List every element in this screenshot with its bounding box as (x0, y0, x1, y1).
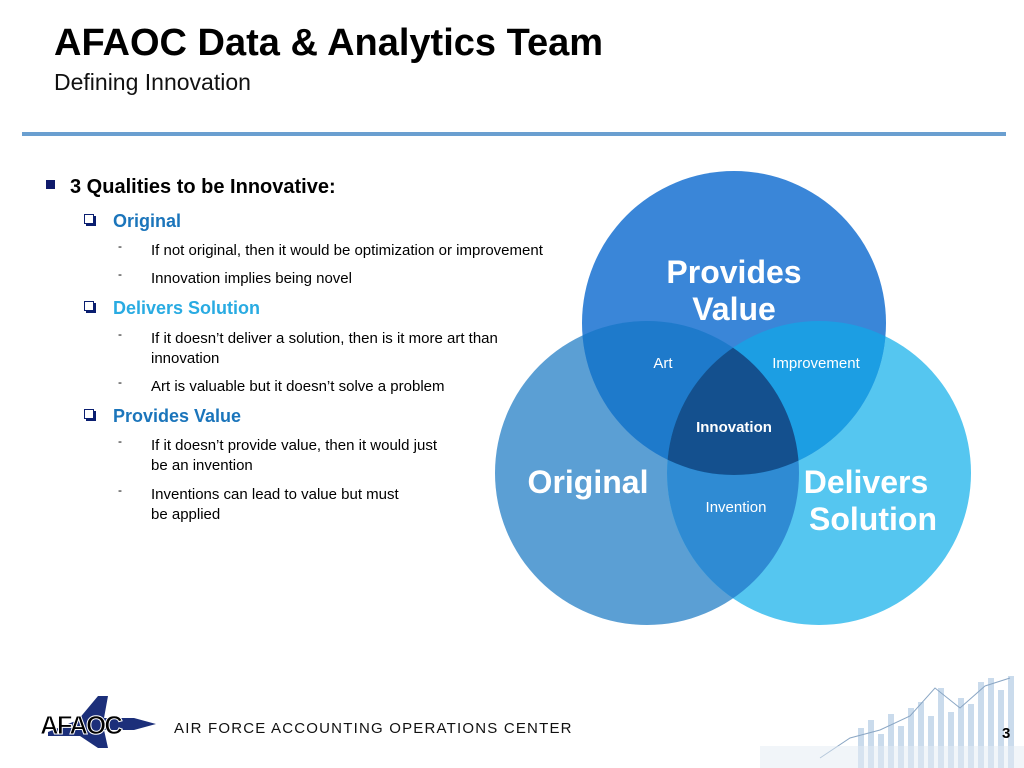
footer-org-name: AIR FORCE ACCOUNTING OPERATIONS CENTER (174, 720, 573, 737)
dash-bullet-icon: - (118, 375, 122, 389)
afaoc-logo: AFAOC (40, 696, 156, 748)
checkbox-bullet-icon (84, 214, 94, 224)
slide-title: AFAOC Data & Analytics Team (54, 22, 604, 64)
innovation-venn-diagram: Provides Value Original Delivers Solutio… (495, 171, 971, 625)
sub-point-text-line2: be applied (151, 506, 221, 523)
venn-label-original: Original (528, 464, 649, 500)
venn-label-art: Art (653, 355, 673, 372)
jet-silhouette-icon (48, 696, 156, 748)
venn-label-solution: Solution (809, 501, 937, 537)
category-label: Provides Value (113, 406, 242, 426)
sub-point-text: Art is valuable but it doesn’t solve a p… (151, 378, 445, 395)
sub-point-text-line2: be an invention (151, 457, 253, 474)
sub-point-text: Innovation implies being novel (151, 270, 352, 287)
sub-point-text: Inventions can lead to value but must (151, 486, 399, 503)
slide-subtitle: Defining Innovation (54, 69, 251, 95)
category-label: Original (113, 211, 182, 231)
checkbox-bullet-icon (84, 301, 94, 311)
checkbox-bullet-icon (84, 409, 94, 419)
dash-bullet-icon: - (118, 434, 122, 448)
sub-point-text: If it doesn’t provide value, then it wou… (151, 437, 437, 454)
venn-label-delivers: Delivers (804, 464, 929, 500)
header-divider (22, 132, 1006, 136)
dash-bullet-icon: - (118, 239, 122, 253)
decorative-bar-graphic (760, 676, 1024, 768)
venn-label-value: Value (692, 291, 776, 327)
venn-label-provides: Provides (666, 254, 801, 290)
dash-bullet-icon: - (118, 483, 122, 497)
square-bullet-icon (46, 180, 55, 189)
dash-bullet-icon: - (118, 267, 122, 281)
venn-label-improvement: Improvement (772, 355, 860, 372)
main-bullet-text: 3 Qualities to be Innovative: (70, 176, 336, 198)
venn-label-invention: Invention (706, 499, 767, 516)
sub-point-text: If it doesn’t deliver a solution, then i… (151, 330, 498, 347)
logo-lettering: AFAOC (40, 710, 123, 740)
venn-label-innovation: Innovation (696, 419, 772, 436)
category-label: Delivers Solution (113, 298, 261, 318)
sub-point-text-line2: innovation (151, 350, 220, 367)
sub-point-text: If not original, then it would be optimi… (151, 242, 543, 259)
page-number: 3 (1002, 725, 1011, 742)
overlap-innovation (667, 321, 799, 475)
dash-bullet-icon: - (118, 327, 122, 341)
